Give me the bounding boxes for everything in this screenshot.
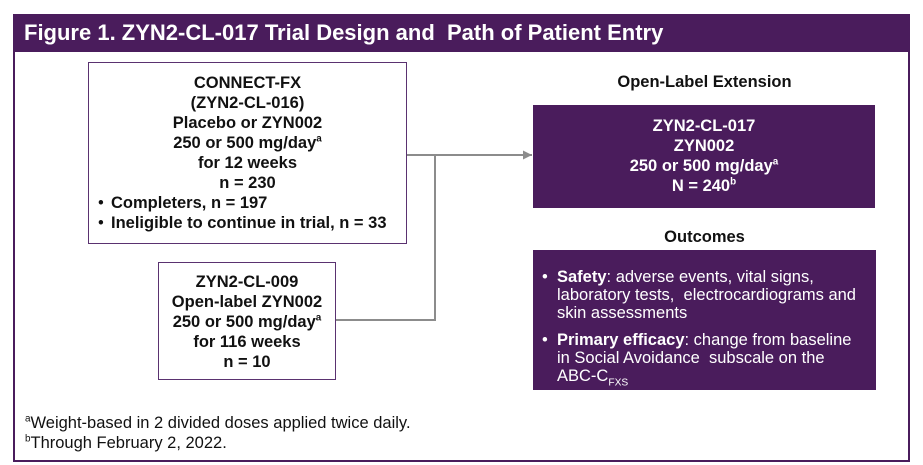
study-009-dose: 250 or 500 mg/daya	[159, 312, 335, 332]
outcome-line: Primary efficacy: change from baseline	[557, 331, 876, 349]
footnote-mark: a	[25, 413, 31, 425]
outcome-text: : change from baseline	[684, 331, 852, 349]
footnote-text: Weight-based in 2 divided doses applied …	[30, 414, 411, 432]
connect-fx-dose: 250 or 500 mg/daya	[89, 133, 406, 153]
footnote-b: bThrough February 2, 2022.	[25, 433, 227, 453]
footnote-mark: b	[25, 433, 31, 445]
outcome-line: in Social Avoidance subscale on the	[557, 349, 825, 367]
footnote-text: Through February 2, 2022.	[30, 434, 227, 452]
outcome-subscript: FXS	[608, 377, 629, 389]
figure-header: Figure 1. ZYN2-CL-017 Trial Design and P…	[13, 14, 910, 52]
connect-fx-duration: for 12 weeks	[197, 154, 298, 172]
study-009-name: ZYN2-CL-009	[195, 273, 299, 291]
connect-fx-bullet-ineligible: Ineligible to continue in trial, n = 33	[89, 213, 406, 233]
outcome-text: ABC-C	[557, 367, 609, 385]
study-009-dose-text: 250 or 500 mg/day	[172, 313, 316, 331]
extension-treatment: ZYN002	[673, 137, 735, 155]
outcome-text: : adverse events, vital signs,	[606, 268, 814, 286]
extension-heading: Open-Label Extension	[617, 73, 792, 91]
extension-n: N = 240b	[533, 176, 875, 196]
footnote-mark: b	[730, 176, 737, 188]
study-009-duration: for 116 weeks	[193, 333, 301, 351]
connect-fx-name: CONNECT-FX	[193, 74, 302, 92]
outcomes-heading: Outcomes	[664, 228, 745, 246]
outcome-line: laboratory tests, electrocardiograms and	[557, 286, 856, 304]
figure-title: Figure 1. ZYN2-CL-017 Trial Design and P…	[24, 20, 664, 45]
outcome-primary-efficacy: Primary efficacy: change from baseline i…	[533, 331, 876, 389]
outcome-line: skin assessments	[557, 304, 688, 322]
study-009-n: n = 10	[223, 353, 271, 371]
connect-fx-n: n = 230	[219, 174, 276, 192]
extension-dose-text: 250 or 500 mg/day	[629, 157, 773, 175]
connect-fx-dose-text: 250 or 500 mg/day	[173, 134, 317, 152]
connect-fx-treatment: Placebo or ZYN002	[172, 114, 323, 132]
outcome-line: Safety: adverse events, vital signs,	[557, 268, 876, 286]
study-009-treatment: Open-label ZYN002	[171, 293, 323, 311]
extension-n-text: N = 240	[671, 177, 731, 195]
outcome-safety: Safety: adverse events, vital signs, lab…	[533, 268, 876, 322]
outcome-label: Safety	[557, 268, 607, 286]
footnote-mark: a	[315, 312, 322, 324]
outcome-label: Primary efficacy	[557, 331, 685, 349]
outcome-line: ABC-CFXS	[557, 367, 876, 389]
outcomes-box: Safety: adverse events, vital signs, lab…	[533, 250, 876, 390]
footnote-a: aWeight-based in 2 divided doses applied…	[25, 413, 411, 433]
extension-name: ZYN2-CL-017	[652, 117, 756, 135]
connect-fx-box: CONNECT-FX (ZYN2-CL-016) Placebo or ZYN0…	[88, 62, 407, 244]
footnote-mark: a	[772, 156, 779, 168]
connect-fx-id: (ZYN2-CL-016)	[190, 94, 305, 112]
extension-dose: 250 or 500 mg/daya	[533, 156, 875, 176]
extension-box: ZYN2-CL-017 ZYN002 250 or 500 mg/daya N …	[533, 105, 875, 208]
connect-fx-bullet-completers: Completers, n = 197	[89, 193, 406, 213]
footnote-mark: a	[316, 133, 322, 145]
zyn2-cl-009-box: ZYN2-CL-009 Open-label ZYN002 250 or 500…	[158, 262, 336, 380]
